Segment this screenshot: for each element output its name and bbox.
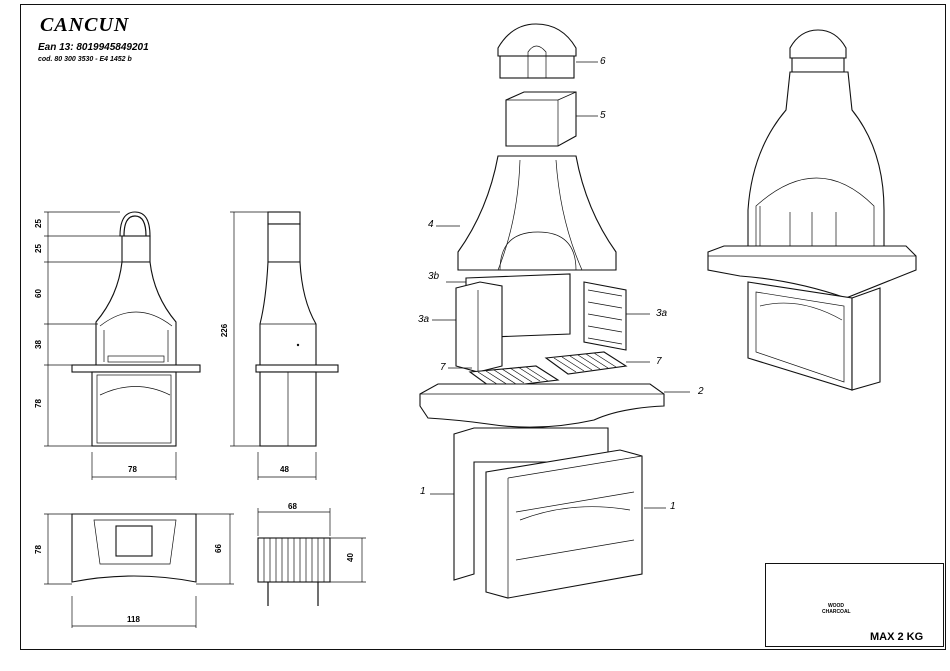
- part-label-3b: 3b: [428, 271, 439, 282]
- side-view: [230, 212, 338, 480]
- dim-front-1: 25: [34, 219, 43, 228]
- part-label-1-right: 1: [670, 501, 676, 512]
- part-label-4: 4: [428, 219, 434, 230]
- dim-grill-height: 40: [346, 553, 355, 562]
- part-label-1-left: 1: [420, 486, 426, 497]
- charcoal-bag-label: WOOD CHARCOAL: [822, 603, 850, 615]
- dim-top-width: 118: [127, 615, 140, 624]
- exploded-view: [420, 24, 690, 598]
- dim-side-height: 226: [220, 324, 229, 337]
- part-label-2: 2: [698, 386, 704, 397]
- bag-label-bottom: CHARCOAL: [822, 609, 850, 615]
- part-label-6: 6: [600, 56, 606, 67]
- dim-front-2: 25: [34, 244, 43, 253]
- front-view: [44, 212, 200, 480]
- part-label-5: 5: [600, 110, 606, 121]
- dim-side-depth: 48: [280, 465, 289, 474]
- max-load-label: MAX 2 KG: [870, 631, 923, 643]
- dim-front-5: 78: [34, 399, 43, 408]
- dim-front-width: 78: [128, 465, 137, 474]
- top-view: [44, 514, 234, 628]
- dim-top-inner: 66: [214, 544, 223, 553]
- dim-front-3: 60: [34, 289, 43, 298]
- assembled-view: [708, 30, 916, 390]
- part-label-3a-left: 3a: [418, 314, 429, 325]
- dim-grill-width: 68: [288, 502, 297, 511]
- part-label-3a-right: 3a: [656, 308, 667, 319]
- dim-front-4: 38: [34, 340, 43, 349]
- part-label-7-right: 7: [656, 356, 662, 367]
- dim-top-depth: 78: [34, 545, 43, 554]
- part-label-7-left: 7: [440, 362, 446, 373]
